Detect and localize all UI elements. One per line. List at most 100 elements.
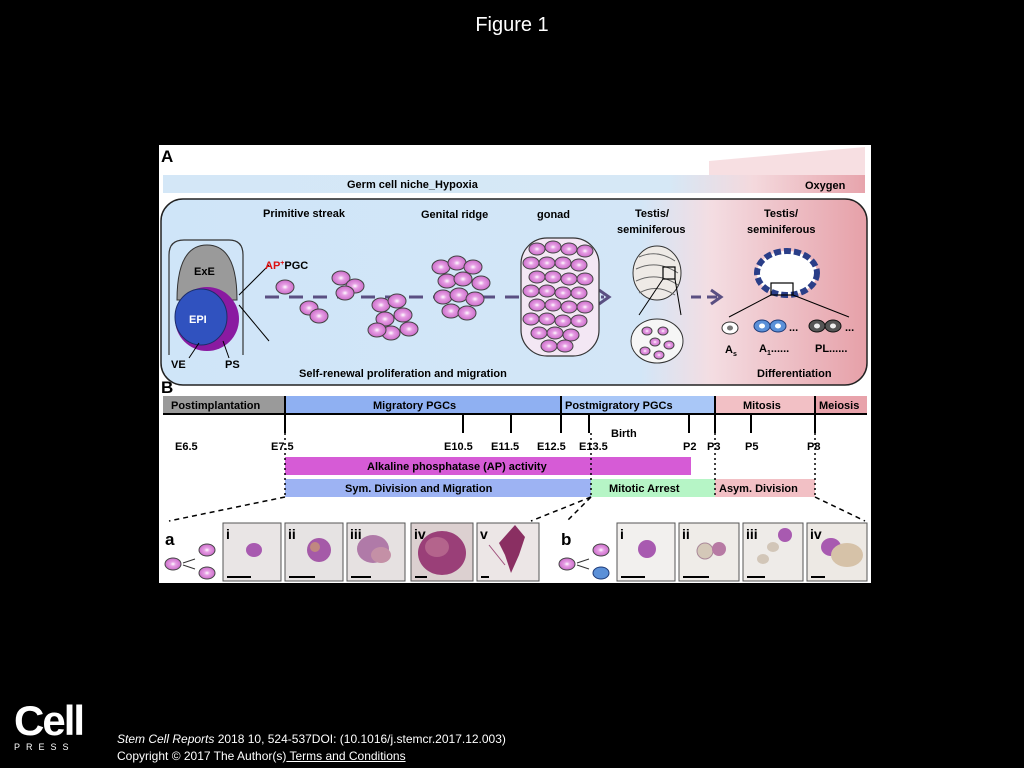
niche-box bbox=[160, 198, 868, 386]
bar-sym-division bbox=[285, 479, 591, 497]
subpanel-a-image-iii: iii bbox=[346, 522, 406, 582]
citation-details: 2018 10, 524-537DOI: (10.1016/j.stemcr.2… bbox=[214, 732, 506, 746]
stage-testis-2: Testis/ bbox=[764, 208, 798, 220]
stage-seminiferous-2: seminiferous bbox=[747, 224, 815, 236]
svg-text:v: v bbox=[480, 526, 488, 542]
phase-mitosis bbox=[715, 396, 815, 413]
differentiation-label: Differentiation bbox=[757, 368, 832, 380]
svg-text:iii: iii bbox=[350, 526, 362, 542]
timepoint-p2: P2 bbox=[683, 441, 696, 453]
dashed-callouts bbox=[168, 496, 866, 522]
subpanel-b-image-iii: iii bbox=[742, 522, 804, 582]
seminiferous-tubule bbox=[728, 248, 850, 318]
subpanel-a-image-i: i bbox=[222, 522, 282, 582]
oxygen-wedge bbox=[709, 147, 865, 175]
subpanel-b-cells-icon bbox=[558, 543, 610, 580]
timepoint-e11-5: E11.5 bbox=[491, 441, 519, 453]
arrow-1 bbox=[598, 288, 612, 306]
subpanel-a-image-ii: ii bbox=[284, 522, 344, 582]
bar-mitotic-arrest-label: Mitotic Arrest bbox=[609, 483, 680, 495]
subpanel-a-image-iv: iv bbox=[410, 522, 474, 582]
timepoint-p3: P3 bbox=[707, 441, 720, 453]
subpanel-a-cells-icon bbox=[164, 543, 216, 580]
svg-text:i: i bbox=[226, 526, 230, 542]
copyright-line: Copyright © 2017 The Author(s) Terms and… bbox=[117, 748, 506, 765]
dotted-guides bbox=[284, 433, 816, 497]
logo-cell-text: Cell bbox=[14, 697, 85, 744]
arrow-2 bbox=[710, 288, 724, 306]
phase-label-migratory: Migratory PGCs bbox=[373, 400, 456, 412]
subpanel-a-image-v: v bbox=[476, 522, 540, 582]
subpanel-b-image-ii: ii bbox=[678, 522, 740, 582]
hypoxia-banner bbox=[163, 175, 865, 193]
subpanel-a-label: a bbox=[165, 530, 175, 549]
svg-text:i: i bbox=[620, 526, 624, 542]
timepoint-p5: P5 bbox=[745, 441, 758, 453]
phase-meiosis bbox=[815, 396, 867, 413]
bar-ap-activity-label: Alkaline phosphatase (AP) activity bbox=[367, 461, 548, 473]
self-renewal-label: Self-renewal proliferation and migration bbox=[299, 368, 507, 380]
label-as: As bbox=[725, 344, 737, 358]
svg-text:ii: ii bbox=[682, 526, 690, 542]
stage-seminiferous-1: seminiferous bbox=[617, 224, 685, 236]
citation-line: Stem Cell Reports 2018 10, 524-537DOI: (… bbox=[117, 731, 506, 748]
svg-text:...: ... bbox=[845, 322, 854, 334]
cell-press-logo: Cell PRESS bbox=[14, 697, 85, 753]
stage-primitive-streak: Primitive streak bbox=[263, 208, 346, 220]
svg-text:iv: iv bbox=[810, 526, 822, 542]
gonad-diagram bbox=[520, 237, 600, 357]
panel-b-label: B bbox=[161, 378, 173, 397]
phase-label-postmigratory: Postmigratory PGCs bbox=[565, 400, 673, 412]
svg-text:PS: PS bbox=[225, 359, 240, 371]
stage-genital-ridge: Genital ridge bbox=[421, 209, 488, 221]
phase-label-postimplantation: Postimplantation bbox=[171, 400, 261, 412]
phase-postimplantation bbox=[163, 396, 285, 413]
timepoint-e6-5: E6.5 bbox=[175, 441, 198, 453]
svg-text:ExE: ExE bbox=[194, 266, 215, 278]
phase-label-mitosis: Mitosis bbox=[743, 400, 781, 412]
timepoint-p8: P8 bbox=[807, 441, 820, 453]
figure-image: A Germ cell niche_Hypoxia Oxygen Primiti… bbox=[159, 145, 871, 583]
logo-press-text: PRESS bbox=[14, 742, 75, 752]
citation-block: Stem Cell Reports 2018 10, 524-537DOI: (… bbox=[117, 731, 506, 765]
stage-testis-1: Testis/ bbox=[635, 208, 669, 220]
timeline-ticks bbox=[284, 396, 816, 433]
svg-text:iii: iii bbox=[746, 526, 758, 542]
pgc-cells-group-2 bbox=[367, 293, 419, 341]
pgc-cells-group-3 bbox=[431, 255, 491, 321]
svg-text:ii: ii bbox=[288, 526, 296, 542]
ap-pgc-label: AP+PGC bbox=[265, 260, 308, 272]
svg-text:...: ... bbox=[789, 322, 798, 334]
svg-text:iv: iv bbox=[414, 526, 426, 542]
timepoint-e10-5: E10.5 bbox=[444, 441, 473, 453]
subpanel-b-image-i: i bbox=[616, 522, 676, 582]
phase-label-meiosis: Meiosis bbox=[819, 400, 859, 412]
timepoint-birth: Birth bbox=[611, 428, 637, 440]
bar-asym-division bbox=[715, 479, 815, 497]
svg-text:EPI: EPI bbox=[189, 314, 207, 326]
panel-a-label: A bbox=[161, 147, 173, 166]
timepoint-e12-5: E12.5 bbox=[537, 441, 566, 453]
embryo-diagram: ExE EPI VE PS bbox=[168, 239, 270, 371]
banner-oxygen-label: Oxygen bbox=[805, 180, 846, 192]
phase-postmigratory bbox=[561, 396, 715, 413]
subpanel-b-label: b bbox=[561, 530, 571, 549]
pgc-cells-group-1 bbox=[275, 270, 365, 324]
phase-migratory bbox=[285, 396, 561, 413]
slide-title: Figure 1 bbox=[475, 14, 549, 36]
spermatogonia-row: ... ... bbox=[721, 319, 854, 335]
subpanel-b-image-iv: iv bbox=[806, 522, 868, 582]
banner-hypoxia-label: Germ cell niche_Hypoxia bbox=[347, 179, 479, 191]
bar-sym-division-label: Sym. Division and Migration bbox=[345, 483, 493, 495]
terms-link[interactable]: Terms and Conditions bbox=[286, 749, 406, 763]
bar-mitotic-arrest bbox=[591, 479, 715, 497]
label-pl: PL...... bbox=[815, 343, 847, 355]
testis-diagram bbox=[630, 245, 684, 364]
stage-gonad: gonad bbox=[537, 209, 570, 221]
timepoint-e13-5: E13.5 bbox=[579, 441, 608, 453]
svg-text:VE: VE bbox=[171, 359, 186, 371]
bar-ap-activity bbox=[285, 457, 691, 475]
copyright-text: Copyright © 2017 The Author(s) bbox=[117, 749, 287, 763]
bar-asym-division-label: Asym. Division bbox=[719, 483, 798, 495]
timepoint-e7-5: E7.5 bbox=[271, 441, 294, 453]
